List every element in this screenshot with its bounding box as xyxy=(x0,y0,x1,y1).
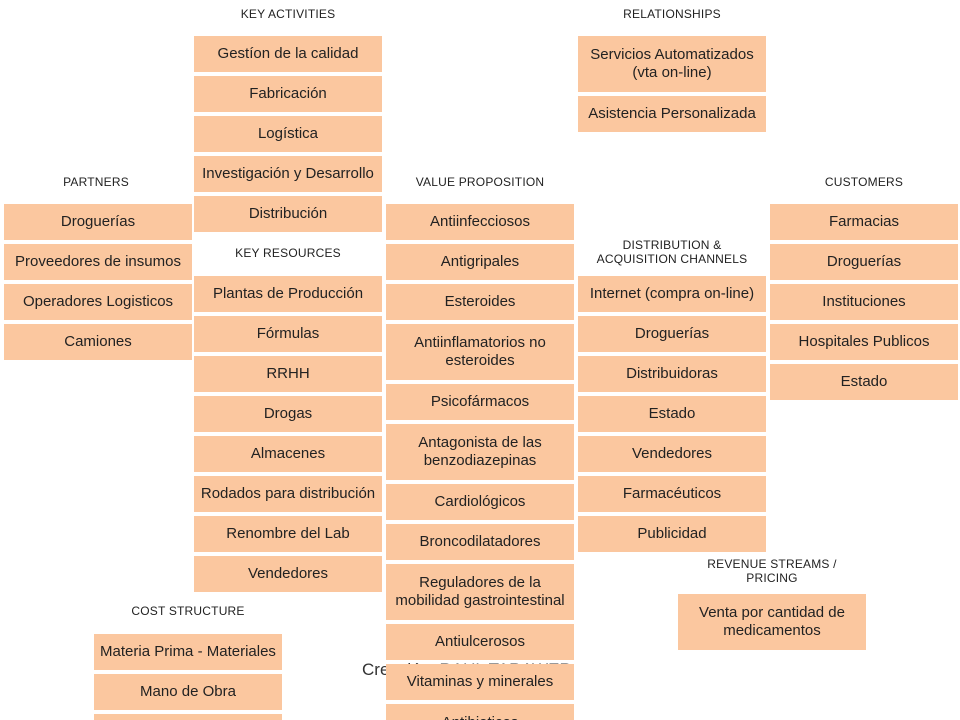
key-resource-box: Fórmulas xyxy=(194,316,382,352)
distribution-box: Droguerías xyxy=(578,316,766,352)
value-proposition-box: Broncodilatadores xyxy=(386,524,574,560)
customer-box: Estado xyxy=(770,364,958,400)
customer-box: Hospitales Publicos xyxy=(770,324,958,360)
partner-box: Droguerías xyxy=(4,204,192,240)
value-proposition-box: Esteroides xyxy=(386,284,574,320)
value-proposition-box: Cardiológicos xyxy=(386,484,574,520)
cost-box: Mano de Obra xyxy=(94,674,282,710)
partner-box: Camiones xyxy=(4,324,192,360)
value-proposition-box: Antiulcerosos xyxy=(386,624,574,660)
value-proposition-box: Psicofármacos xyxy=(386,384,574,420)
header-distribution: DISTRIBUTION & ACQUISITION CHANNELS xyxy=(596,238,748,266)
value-proposition-box: Antagonista de las benzodiazepinas xyxy=(386,424,574,480)
key-resource-box: RRHH xyxy=(194,356,382,392)
value-proposition-box: Antigripales xyxy=(386,244,574,280)
key-activity-box: Fabricación xyxy=(194,76,382,112)
distribution-box: Internet (compra on-line) xyxy=(578,276,766,312)
relationship-box: Servicios Automatizados (vta on-line) xyxy=(578,36,766,92)
cost-box xyxy=(94,714,282,720)
key-resource-box: Renombre del Lab xyxy=(194,516,382,552)
key-activity-box: Logística xyxy=(194,116,382,152)
cost-box: Materia Prima - Materiales xyxy=(94,634,282,670)
value-proposition-box: Antiinfecciosos xyxy=(386,204,574,240)
partner-box: Operadores Logisticos xyxy=(4,284,192,320)
customer-box: Instituciones xyxy=(770,284,958,320)
value-proposition-box: Antiinflamatorios no esteroides xyxy=(386,324,574,380)
header-customers: CUSTOMERS xyxy=(824,175,904,189)
header-value-proposition: VALUE PROPOSITION xyxy=(415,175,545,189)
header-partners: PARTNERS xyxy=(63,175,129,189)
relationship-box: Asistencia Personalizada xyxy=(578,96,766,132)
distribution-box: Farmacéuticos xyxy=(578,476,766,512)
distribution-box: Estado xyxy=(578,396,766,432)
customer-box: Farmacias xyxy=(770,204,958,240)
key-resource-box: Drogas xyxy=(194,396,382,432)
revenue-box: Venta por cantidad de medicamentos xyxy=(678,594,866,650)
header-revenue: REVENUE STREAMS / PRICING xyxy=(707,557,837,585)
partner-box: Proveedores de insumos xyxy=(4,244,192,280)
key-activity-box: Gestíon de la calidad xyxy=(194,36,382,72)
header-relationships: RELATIONSHIPS xyxy=(623,7,721,21)
header-key-resources: KEY RESOURCES xyxy=(235,246,341,260)
distribution-box: Publicidad xyxy=(578,516,766,552)
customer-box: Droguerías xyxy=(770,244,958,280)
key-resource-box: Plantas de Producción xyxy=(194,276,382,312)
key-activity-box: Investigación y Desarrollo xyxy=(194,156,382,192)
key-resource-box: Vendedores xyxy=(194,556,382,592)
value-proposition-box: Vitaminas y minerales xyxy=(386,664,574,700)
key-activity-box: Distribución xyxy=(194,196,382,232)
distribution-box: Distribuidoras xyxy=(578,356,766,392)
value-proposition-box: Reguladores de la mobilidad gastrointest… xyxy=(386,564,574,620)
value-proposition-box: Antibioticos xyxy=(386,704,574,720)
key-resource-box: Almacenes xyxy=(194,436,382,472)
header-key-activities: KEY ACTIVITIES xyxy=(240,7,336,21)
distribution-box: Vendedores xyxy=(578,436,766,472)
key-resource-box: Rodados para distribución xyxy=(194,476,382,512)
header-cost: COST STRUCTURE xyxy=(131,604,245,618)
